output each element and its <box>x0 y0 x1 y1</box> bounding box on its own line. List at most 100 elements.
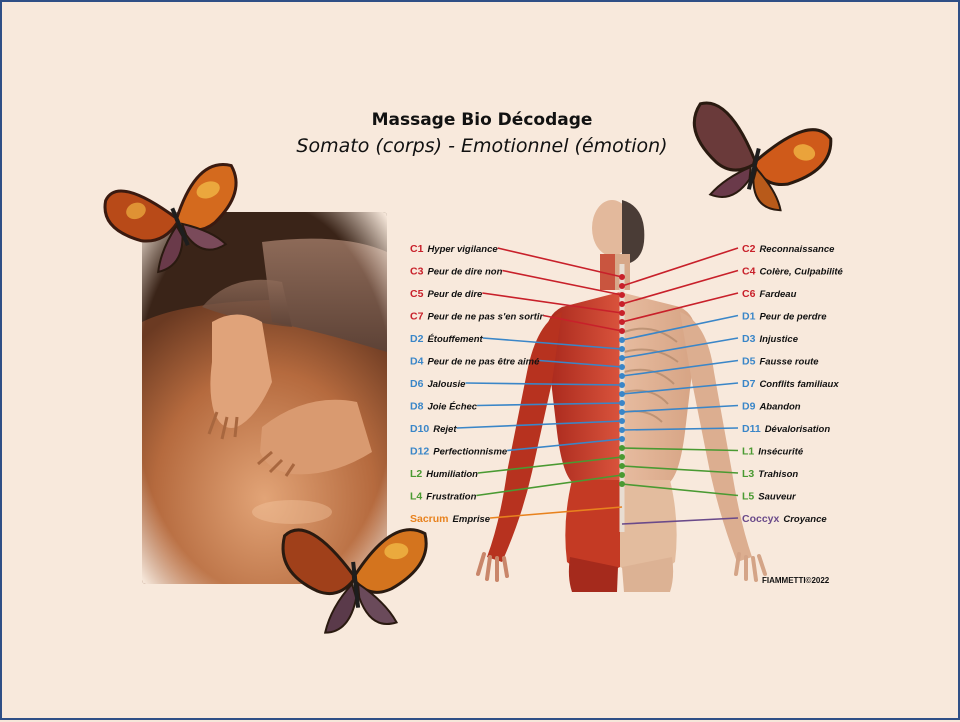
vertebra-code: D7 <box>742 378 756 390</box>
leader-line <box>456 420 623 429</box>
leader-line <box>621 517 739 525</box>
vertebra-code: D3 <box>742 333 756 345</box>
vertebra-meaning: Sauveur <box>758 492 797 503</box>
butterfly-icon <box>103 163 238 274</box>
vertebra-dot <box>619 436 625 442</box>
vertebra-meaning: Peur de dire <box>427 289 483 300</box>
vertebra-meaning: Trahison <box>758 469 798 480</box>
vertebra-code: D1 <box>742 311 756 323</box>
vertebra-code: D4 <box>410 356 424 368</box>
butterfly-icon <box>281 528 428 634</box>
vertebra-code: D10 <box>410 423 429 435</box>
vertebra-meaning: Injustice <box>759 334 798 345</box>
massage-photo <box>142 212 387 584</box>
leader-line <box>621 382 739 395</box>
vertebra-meaning: Rejet <box>433 424 457 435</box>
vertebra-code: C4 <box>742 266 756 278</box>
vertebra-dot <box>619 463 625 469</box>
vertebra-meaning: Fausse route <box>759 357 819 368</box>
vertebra-meaning: Frustration <box>426 492 476 503</box>
vertebra-code: Sacrum <box>410 513 449 525</box>
vertebra-dot <box>619 310 625 316</box>
vertebra-meaning: Hyper vigilance <box>427 244 498 255</box>
leader-line <box>621 465 739 474</box>
leader-line <box>621 483 739 497</box>
vertebra-code: D6 <box>410 378 424 390</box>
vertebra-meaning: Conflits familiaux <box>759 379 839 390</box>
leader-line <box>539 359 623 368</box>
leader-line <box>497 247 623 278</box>
vertebra-code: C5 <box>410 288 424 300</box>
vertebra-label: D12 Perfectionnisme <box>410 446 508 458</box>
vertebra-code: D5 <box>742 356 756 368</box>
vertebra-code: D9 <box>742 401 756 413</box>
vertebra-label: L3 Trahison <box>742 468 798 480</box>
leader-line <box>482 292 623 314</box>
vertebra-code: D2 <box>410 333 424 345</box>
leader-line <box>465 382 623 386</box>
vertebra-code: C1 <box>410 243 424 255</box>
leader-line <box>621 247 739 287</box>
vertebra-code: D12 <box>410 446 429 458</box>
butterfly-icon <box>692 101 833 212</box>
leader-line <box>543 314 623 332</box>
vertebra-meaning: Peur de ne pas s'en sortir <box>427 312 544 323</box>
leader-line <box>502 269 623 296</box>
anatomy-back-figure <box>476 200 767 592</box>
vertebra-dot <box>619 445 625 451</box>
vertebra-code: C2 <box>742 243 756 255</box>
vertebra-dot <box>619 427 625 433</box>
vertebra-dot <box>619 472 625 478</box>
leader-line <box>621 447 739 452</box>
vertebra-meaning: Perfectionnisme <box>433 447 508 458</box>
copyright: FIAMMETTI©2022 <box>762 576 830 585</box>
vertebra-dot <box>619 346 625 352</box>
leader-lines <box>456 247 739 525</box>
vertebra-meaning: Humiliation <box>426 469 478 480</box>
leader-line <box>476 474 623 497</box>
vertebra-dot <box>619 328 625 334</box>
vertebra-meaning: Dévalorisation <box>765 424 831 435</box>
vertebra-dot <box>619 481 625 487</box>
vertebra-label: D10 Rejet <box>410 423 457 435</box>
vertebra-meaning: Emprise <box>453 514 491 525</box>
vertebra-code: L3 <box>742 468 754 480</box>
vertebra-dot <box>619 292 625 298</box>
leader-line <box>621 292 739 323</box>
vertebra-dot <box>619 319 625 325</box>
vertebra-label: L2 Humiliation <box>410 468 478 480</box>
vertebra-code: D8 <box>410 401 424 413</box>
leader-line <box>621 427 739 431</box>
leader-line <box>621 314 739 341</box>
vertebra-meaning: Insécurité <box>758 447 804 458</box>
leader-line <box>621 404 739 413</box>
vertebra-meaning: Joie Échec <box>427 402 477 413</box>
vertebra-dot <box>619 355 625 361</box>
leader-line <box>489 506 623 519</box>
leader-line <box>482 337 623 350</box>
vertebra-dot <box>619 391 625 397</box>
vertebra-dot <box>619 454 625 460</box>
vertebra-meaning: Jalousie <box>427 379 466 390</box>
vertebra-dot <box>619 364 625 370</box>
vertebra-code: L2 <box>410 468 422 480</box>
vertebra-dot <box>619 409 625 415</box>
vertebra-dot <box>619 301 625 307</box>
vertebra-meaning: Peur de perdre <box>759 312 827 323</box>
